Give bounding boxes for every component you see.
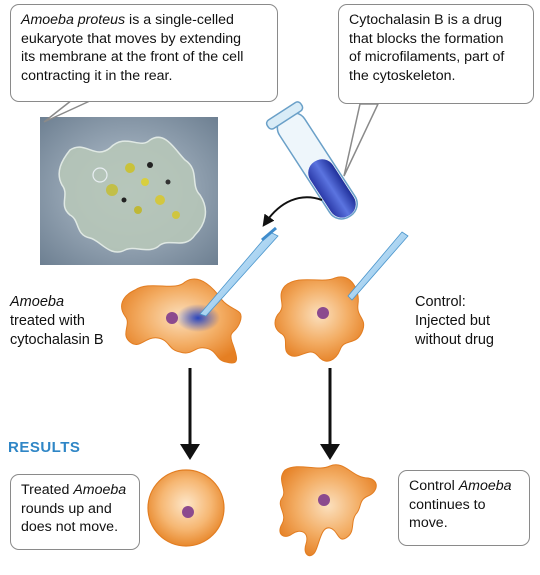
moving-amoeba-cell xyxy=(279,464,377,557)
test-tube xyxy=(265,101,358,220)
amoeba-info-callout: Amoeba proteus is a single-celled eukary… xyxy=(10,4,278,102)
amoeba-info-line-3: its membrane at the front of the cell xyxy=(21,49,244,65)
species-name: Amoeba proteus xyxy=(21,12,126,28)
control-result-callout: Control Amoeba continues to move. xyxy=(398,470,530,546)
drug-info-line-1: Cytochalasin B is a drug xyxy=(349,12,502,28)
control-result-line-1: Control Amoeba xyxy=(409,477,519,496)
treated-label-line-1: Amoeba xyxy=(10,294,65,310)
treated-amoeba-cell xyxy=(121,278,242,364)
treated-result-line-1: Treated Amoeba xyxy=(21,481,129,500)
callout-pointer-right xyxy=(343,103,380,177)
control-label-line-3: without drug xyxy=(415,332,494,348)
arrow-head-control xyxy=(320,444,340,460)
needle-top-treated xyxy=(261,226,277,242)
amoeba-micrograph xyxy=(40,117,218,265)
injection-needle-treated xyxy=(199,231,279,317)
drug-info-line-2: that blocks the formation xyxy=(349,30,504,47)
amoeba-info-line-1: Amoeba proteus is a single-celled xyxy=(21,11,267,30)
treated-result-prefix: Treated xyxy=(21,482,74,498)
rounded-amoeba-cell xyxy=(147,469,225,547)
amoeba-info-line-4: contracting it in the rear. xyxy=(21,67,173,84)
control-result-prefix: Control xyxy=(409,478,459,494)
treated-result-species: Amoeba xyxy=(73,482,127,498)
control-label-line-2: Injected but xyxy=(415,313,490,329)
drug-info-callout: Cytochalasin B is a drug that blocks the… xyxy=(338,4,534,104)
treated-result-line-3: does not move. xyxy=(21,519,119,535)
treated-label-line-3: cytochalasin B xyxy=(10,332,104,348)
amoeba-info-line-2: eukaryote that moves by extending xyxy=(21,30,242,47)
curved-arrow xyxy=(262,196,323,227)
drug-info-line-4: the cytoskeleton. xyxy=(349,67,456,84)
treated-result-callout: Treated Amoeba rounds up and does not mo… xyxy=(10,474,140,550)
arrow-head-treated xyxy=(180,444,200,460)
control-result-line-2: continues to xyxy=(409,496,486,513)
control-result-species: Amoeba xyxy=(458,478,512,494)
drug-info-line-3: of microfilaments, part of xyxy=(349,49,505,65)
amoeba-info-line-1-rest: is a single-celled xyxy=(125,12,234,28)
control-label: Control: Injected but without drug xyxy=(415,293,494,350)
treated-label-line-2: treated with xyxy=(10,313,85,329)
results-heading: RESULTS xyxy=(8,439,81,456)
control-result-line-3: move. xyxy=(409,515,448,531)
control-amoeba-cell xyxy=(274,276,365,362)
treated-result-line-2: rounds up and xyxy=(21,500,112,517)
treated-label: Amoeba treated with cytochalasin B xyxy=(10,293,104,350)
control-label-line-1: Control: xyxy=(415,294,466,310)
injection-needle-control xyxy=(347,231,409,301)
